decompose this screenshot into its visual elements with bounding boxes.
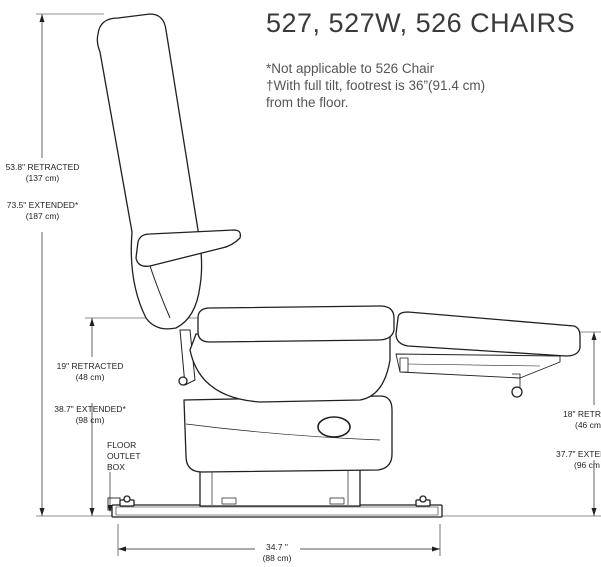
seat-frame xyxy=(189,333,391,403)
footrest-extended-label: 37.7" EXTEN (96 cm xyxy=(556,449,601,470)
overall-height-dimension xyxy=(36,13,104,516)
seat-retracted-label: 19" RETRACTED (48 cm) xyxy=(56,361,124,382)
base-length-dimension xyxy=(117,524,441,556)
footrest-cushion xyxy=(395,311,581,357)
base-plate xyxy=(111,495,443,518)
floor-outlet-box-label: FLOOR OUTLET BOX xyxy=(107,440,141,472)
footrest-height-dimension xyxy=(570,331,601,516)
pedestal-housing xyxy=(183,395,393,473)
note-full-tilt: †With full tilt, footrest is 36”(91.4 cm… xyxy=(266,78,486,93)
footrest-mechanism xyxy=(395,353,561,398)
seat-cushion xyxy=(197,305,395,343)
notes-block: *Not applicable to 526 Chair †With full … xyxy=(266,60,596,111)
backrest xyxy=(96,13,203,330)
note-floor: from the floor. xyxy=(266,95,349,110)
base-length-label: 34.7 " (88 cm) xyxy=(262,542,292,563)
footrest-retracted-label: 18" RETRA (46 cm xyxy=(563,409,601,430)
armrest xyxy=(135,229,242,267)
height-retracted-label: 53.8" RETRACTED (137 cm) xyxy=(5,162,80,183)
page-title: 527, 527W, 526 CHAIRS xyxy=(266,8,576,38)
seat-extended-label: 38.7" EXTENDED* (98 cm) xyxy=(54,404,126,425)
height-extended-label: 73.5" EXTENDED* (187 cm) xyxy=(6,200,79,221)
note-not-applicable: *Not applicable to 526 Chair xyxy=(266,61,435,76)
